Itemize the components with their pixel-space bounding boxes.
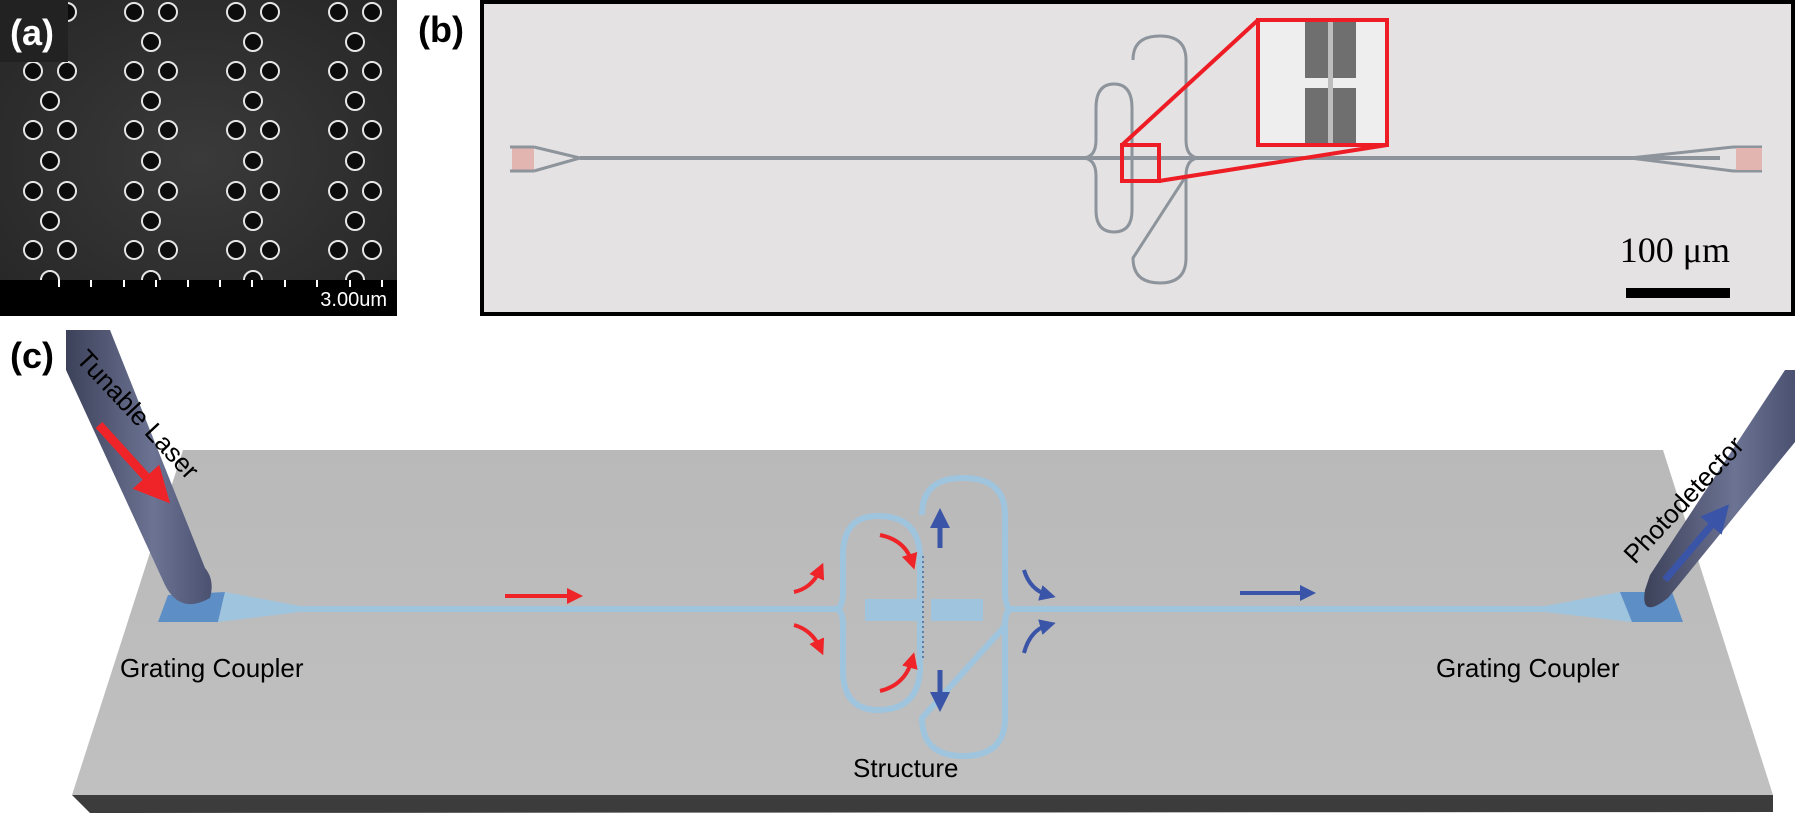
coupling-in-arrows [793, 533, 918, 693]
output-light-arrow [1662, 504, 1730, 583]
left-grating-pad [512, 148, 534, 170]
structure-label: Structure [853, 753, 959, 783]
device-micrograph: 100 μm [480, 0, 1795, 316]
scale-bar-label: 3.00um [320, 289, 387, 311]
panel-a-sem-image: (a) 3.00um [0, 0, 397, 316]
scale-bar [1626, 288, 1730, 298]
right-grating-coupler-label: Grating Coupler [1436, 653, 1620, 683]
scale-ticks [58, 280, 383, 287]
panel-a-label-box: (a) [0, 0, 68, 62]
left-electrode-pad [865, 599, 917, 621]
panel-a-label: (a) [10, 12, 54, 53]
left-grating-coupler-label: Grating Coupler [120, 653, 304, 683]
panel-b-micrograph: 100 μm [480, 0, 1795, 316]
setup-schematic: Tunable Laser Photodetector Grating Coup… [66, 330, 1795, 813]
coupling-out-arrows [930, 508, 1056, 712]
scale-bar-label: 100 μm [1620, 230, 1730, 270]
sem-info-bar: 3.00um [0, 280, 397, 316]
panel-c-schematic: Tunable Laser Photodetector Grating Coup… [0, 330, 1795, 832]
panel-c-label: (c) [10, 335, 54, 376]
photodetector-fiber [1644, 370, 1795, 608]
zoom-highlight [1120, 18, 1389, 183]
right-grating-pad [1736, 148, 1762, 170]
right-electrode-pad [931, 599, 983, 621]
input-light-arrow [95, 421, 171, 504]
panel-b-label: (b) [418, 9, 464, 50]
chip-side-edge [72, 795, 1773, 813]
left-grating-coupler [158, 592, 300, 622]
waveguide [298, 474, 1545, 760]
